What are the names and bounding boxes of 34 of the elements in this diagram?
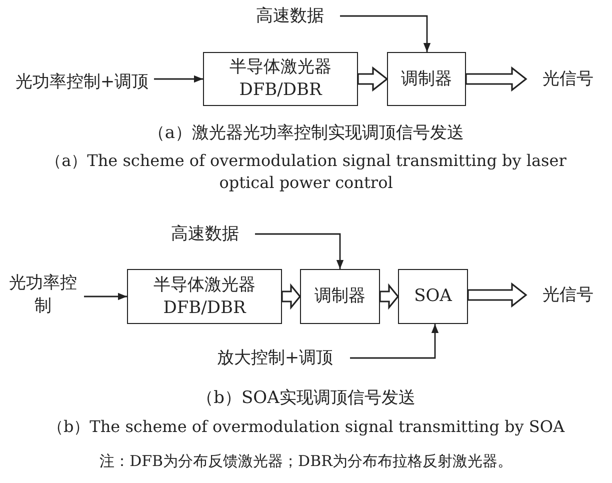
arrow: [84, 292, 127, 300]
hollow-arrow: [465, 66, 528, 92]
box-label: DFB/DBR: [163, 296, 246, 320]
note: 注：DFB为分布反馈激光器；DBR为分布布拉格反射激光器。: [98, 451, 514, 472]
arrow: [154, 75, 203, 83]
arrow: [340, 15, 431, 52]
process-box: [398, 269, 468, 324]
box-label: 半导体激光器: [154, 274, 256, 296]
box-label: 半导体激光器: [230, 56, 332, 79]
process-box: [300, 269, 380, 324]
box-label: 调制器: [314, 285, 366, 308]
signal-label: 放大控制+调顶: [216, 346, 334, 370]
arrow: [350, 324, 439, 359]
signal-label: 高速数据: [171, 222, 239, 246]
process-box: [203, 52, 358, 106]
signal-label: 高速数据: [256, 4, 324, 28]
signal-label: 光信号: [542, 68, 594, 90]
arrow: [255, 233, 344, 269]
box-label: DFB/DBR: [239, 79, 322, 102]
box-label: SOA: [414, 285, 452, 308]
signal-label: 光功率控制: [8, 272, 78, 318]
caption: （b）SOA实现调顶信号发送: [196, 387, 416, 410]
caption: （a）激光器光功率控制实现调顶信号发送: [146, 122, 466, 145]
signal-label: 光功率控制+调顶: [15, 70, 149, 94]
process-box: [387, 52, 466, 106]
caption: （a）The scheme of overmodulation signal transmitting by laser optical power control: [44, 150, 568, 194]
caption: （b）The scheme of overmodulation signal transmitting by SOA: [46, 416, 566, 438]
box-label: 调制器: [401, 68, 452, 90]
hollow-arrow: [281, 283, 302, 310]
signal-label: 光信号: [542, 284, 594, 306]
process-box: [127, 269, 282, 324]
hollow-arrow: [357, 66, 388, 92]
hollow-arrow: [379, 283, 400, 310]
hollow-arrow: [467, 282, 528, 308]
